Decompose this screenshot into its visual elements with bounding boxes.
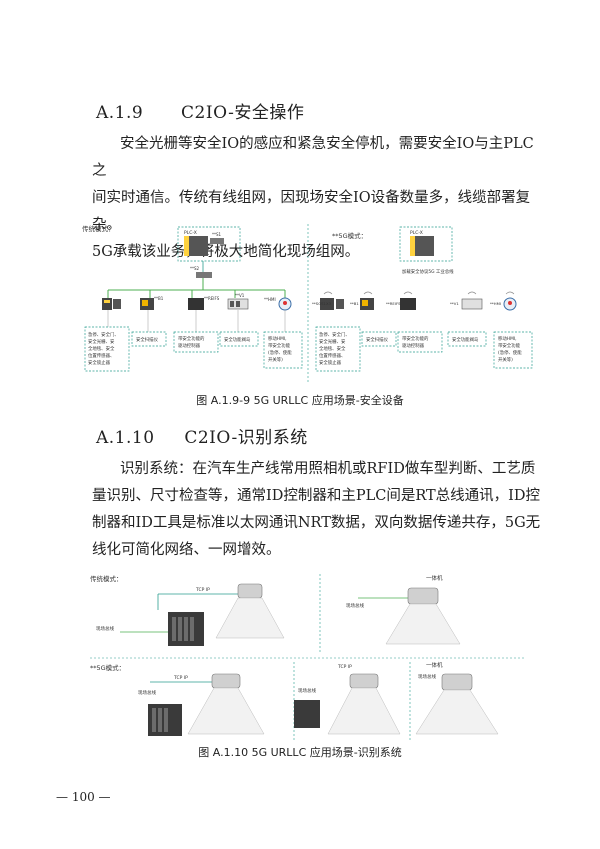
fig1-box3	[173, 331, 219, 353]
fig2-integrated-title: 一体机	[426, 574, 443, 582]
reifs-device	[188, 298, 204, 310]
box2-text-5g: 安全扫描仪	[366, 336, 389, 343]
box5-line-5g: 开关等)	[498, 356, 513, 363]
s1-switch	[210, 238, 224, 244]
b1-label-5g: **B1	[350, 301, 359, 306]
v1-label: **V1	[235, 293, 245, 298]
fig2-integrated-title-5g: 一体机	[426, 661, 443, 669]
tcp-label: TCP IP	[195, 587, 210, 593]
box5-line-5g: (急停、使能	[498, 349, 522, 356]
box3-line-5g: 带安全功能的	[402, 335, 429, 342]
paragraph-line: 量识别、尺寸检查等，通常ID控制器和主PLC间是RT总线通讯，ID控	[92, 488, 541, 504]
b1-label: **B1	[154, 296, 164, 301]
plc-label: PLC-X	[184, 230, 197, 236]
fig2-left-title: 传统模式：	[90, 574, 123, 583]
paragraph-identification: 识别系统：在汽车生产线常用照相机或RFID做车型判断、工艺质 量识别、尺寸检查等…	[92, 456, 547, 564]
box1-line: 急停、安全门、	[88, 331, 119, 338]
box3-line: 带安全功能的	[178, 335, 205, 342]
paragraph-line: 5G承载该业务，将极大地简化现场组网。	[92, 244, 360, 260]
box5-line-5g: 移动HMI,	[498, 335, 517, 342]
box1-line-5g: 位置传感器、	[319, 352, 345, 359]
figure-identification-diagram: 传统模式： TCP IP 现场总线 一体机 现场总线 **5G模式： TCP I…	[90, 574, 526, 740]
box1-line-5g: 急停、安全门、	[319, 331, 350, 338]
plc-dashed-box	[177, 226, 241, 262]
box4-text-5g: 安全功能阀岛	[452, 336, 479, 343]
paragraph-line: 识别系统：在汽车生产线常用照相机或RFID做车型判断、工艺质	[120, 461, 536, 477]
fig1-box4	[219, 331, 259, 347]
box3-line: 驱动控制器	[178, 342, 201, 349]
field-bus-label-right: 现场总线	[346, 602, 364, 609]
section-title: C2IO-安全操作	[181, 103, 305, 123]
cloud-label: 加载安全协议5G 工业总线	[402, 268, 454, 275]
paragraph-line: 线化可简化网络、一网增效。	[92, 542, 281, 558]
fig1-box2	[131, 331, 167, 347]
reifs-label: **REIFS	[204, 296, 220, 301]
section-number: A.1.9	[96, 103, 144, 123]
section-number: A.1.10	[96, 428, 155, 448]
field-bus-label-5g-3: 现场总线	[418, 673, 436, 680]
plc-label-5g: PLC-X	[410, 230, 423, 236]
box1-line: 安全光栅、安	[88, 338, 115, 345]
sgs-label: **SGS1X3	[312, 301, 332, 306]
tcp-label-5g-2: TCP IP	[337, 664, 352, 670]
s1-label: **S1	[212, 232, 222, 237]
fig1-right-title: **5G模式：	[332, 231, 367, 240]
camera-device	[237, 583, 263, 599]
paragraph-line: 制器和ID工具是标准以太网通讯NRT数据，双向数据传递共存，5G无	[92, 515, 541, 531]
box3-line-5g: 驱动控制器	[402, 342, 425, 349]
figure-safety-diagram: 传统模式： PLC-X **S1 **S2 **B1 **REIFS **V1 …	[82, 224, 533, 382]
box1-line: 位置传感器、	[88, 352, 114, 359]
section-heading-a-1-9: A.1.9 C2IO-安全操作	[96, 98, 304, 123]
box5-line: 移动HMI,	[268, 335, 287, 342]
field-bus-label: 现场总线	[96, 625, 114, 632]
fig2-5g-title: **5G模式：	[90, 663, 125, 672]
box1-line: 全地毯、安全	[88, 345, 115, 352]
box1-line-5g: 安全锁止器	[319, 359, 342, 366]
paragraph-safety: 安全光栅等安全IO的感应和紧急安全停机，需要安全IO与主PLC之 间实时通信。传…	[92, 131, 547, 266]
plc-device	[184, 236, 208, 256]
s2-switch	[196, 272, 212, 278]
box5-line: 带安全功能	[268, 342, 291, 349]
hmi-label-5g: **HMI	[490, 301, 501, 306]
hmi-label: **HMI	[264, 297, 276, 302]
box4-text: 安全功能阀岛	[224, 336, 251, 343]
v1-label-5g: **V1	[450, 301, 459, 306]
figure1-caption: 图 A.1.9-9 5G URLLC 应用场景-安全设备	[196, 394, 404, 407]
s2-label: **S2	[190, 266, 200, 271]
paragraph-line: 间实时通信。传统有线组网，因现场安全IO设备数量多，线缆部署复杂。	[92, 190, 531, 233]
box1-line-5g: 全地毯、安全	[319, 345, 346, 352]
fig1-box1	[84, 326, 130, 372]
field-bus-label-5g: 现场总线	[138, 689, 156, 696]
box1-line: 安全锁止器	[88, 359, 111, 366]
page-number: — 100 —	[56, 790, 111, 804]
tcp-label-5g: TCP IP	[173, 675, 188, 681]
fig1-left-title: 传统模式：	[82, 224, 115, 233]
section-title: C2IO-识别系统	[184, 428, 308, 448]
paragraph-line: 安全光栅等安全IO的感应和紧急安全停机，需要安全IO与主PLC之	[92, 136, 534, 179]
fig1-box5	[263, 331, 303, 369]
field-bus-label-5g-2: 现场总线	[298, 687, 316, 694]
box5-line-5g: 带安全功能	[498, 342, 521, 349]
io-device-1	[102, 298, 112, 310]
reifs-label-5g: **REIFS	[386, 301, 401, 306]
box2-text: 安全扫描仪	[136, 336, 159, 343]
section-heading-a-1-10: A.1.10 C2IO-识别系统	[96, 423, 308, 448]
box5-line: 开关等)	[268, 356, 283, 363]
box5-line: (急停、使能	[268, 349, 292, 356]
figure2-caption: 图 A.1.10 5G URLLC 应用场景-识别系统	[198, 746, 402, 759]
box1-line-5g: 安全光栅、安	[319, 338, 346, 345]
